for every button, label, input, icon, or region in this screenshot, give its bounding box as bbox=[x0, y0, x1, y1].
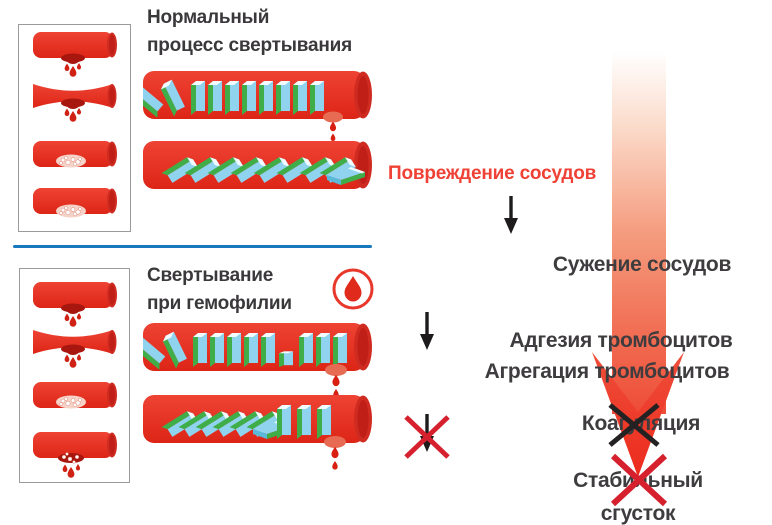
blood-drip-icon bbox=[323, 111, 343, 142]
vessel-plug-icon bbox=[33, 382, 117, 409]
vessel-constricted-icon bbox=[33, 84, 117, 122]
panel-hemophilia-stages bbox=[19, 268, 130, 483]
label-vessel-damage: Повреждение сосудов bbox=[388, 163, 597, 184]
panel-normal-stages bbox=[18, 24, 131, 232]
flow-arrow-icon bbox=[592, 52, 684, 477]
vessel-hemophilia-dominoes-gap bbox=[143, 323, 372, 399]
vessel-hemophilia-cascade-stalled bbox=[143, 395, 372, 471]
vessel-sealed-icon bbox=[33, 188, 117, 218]
blood-drip-icon bbox=[325, 364, 347, 398]
section-divider bbox=[13, 245, 372, 248]
x-cross-icon bbox=[608, 403, 660, 447]
normal-title-line2: процесс свертывания bbox=[147, 35, 352, 56]
x-cross-icon bbox=[610, 453, 668, 507]
hemophilia-title-line2: при гемофилии bbox=[147, 293, 292, 314]
vessel-bleeding-icon bbox=[33, 282, 117, 327]
normal-title-line1: Нормальный bbox=[147, 7, 270, 28]
vessel-constricted-icon bbox=[33, 330, 117, 368]
vessel-bleeding-icon bbox=[33, 32, 117, 77]
label-vasoconstriction: Сужение сосудов bbox=[552, 253, 732, 276]
hemophilia-section-title: Свертывание при гемофилии bbox=[147, 262, 292, 318]
label-platelet-adhesion: Адгезия тромбоцитов bbox=[509, 329, 733, 352]
vessel-leaking-plug-icon bbox=[33, 432, 117, 478]
normal-section-title: Нормальный процесс свертывания bbox=[147, 4, 352, 60]
down-arrow-icon bbox=[502, 195, 520, 235]
blood-drop-icon bbox=[332, 268, 374, 310]
label-coagulation: Коагуляция bbox=[581, 412, 701, 435]
stable-clot-line2: сгусток bbox=[600, 502, 676, 525]
normal-stages-illustration bbox=[33, 32, 117, 218]
vessel-normal-dominoes-fallen bbox=[143, 141, 372, 189]
vessel-plug-icon bbox=[33, 141, 117, 168]
label-platelet-aggregation: Агрегация тромбоцитов bbox=[484, 360, 730, 383]
hemophilia-title-line1: Свертывание bbox=[147, 265, 274, 286]
blood-drip-icon bbox=[324, 436, 346, 470]
blocked-arrow-icon bbox=[404, 412, 450, 459]
down-arrow-icon bbox=[418, 311, 436, 351]
vessel-normal-dominoes-standing bbox=[143, 71, 372, 142]
hemophilia-stages-illustration bbox=[33, 282, 117, 478]
label-stable-clot: Стабильный сгусток bbox=[573, 464, 703, 525]
